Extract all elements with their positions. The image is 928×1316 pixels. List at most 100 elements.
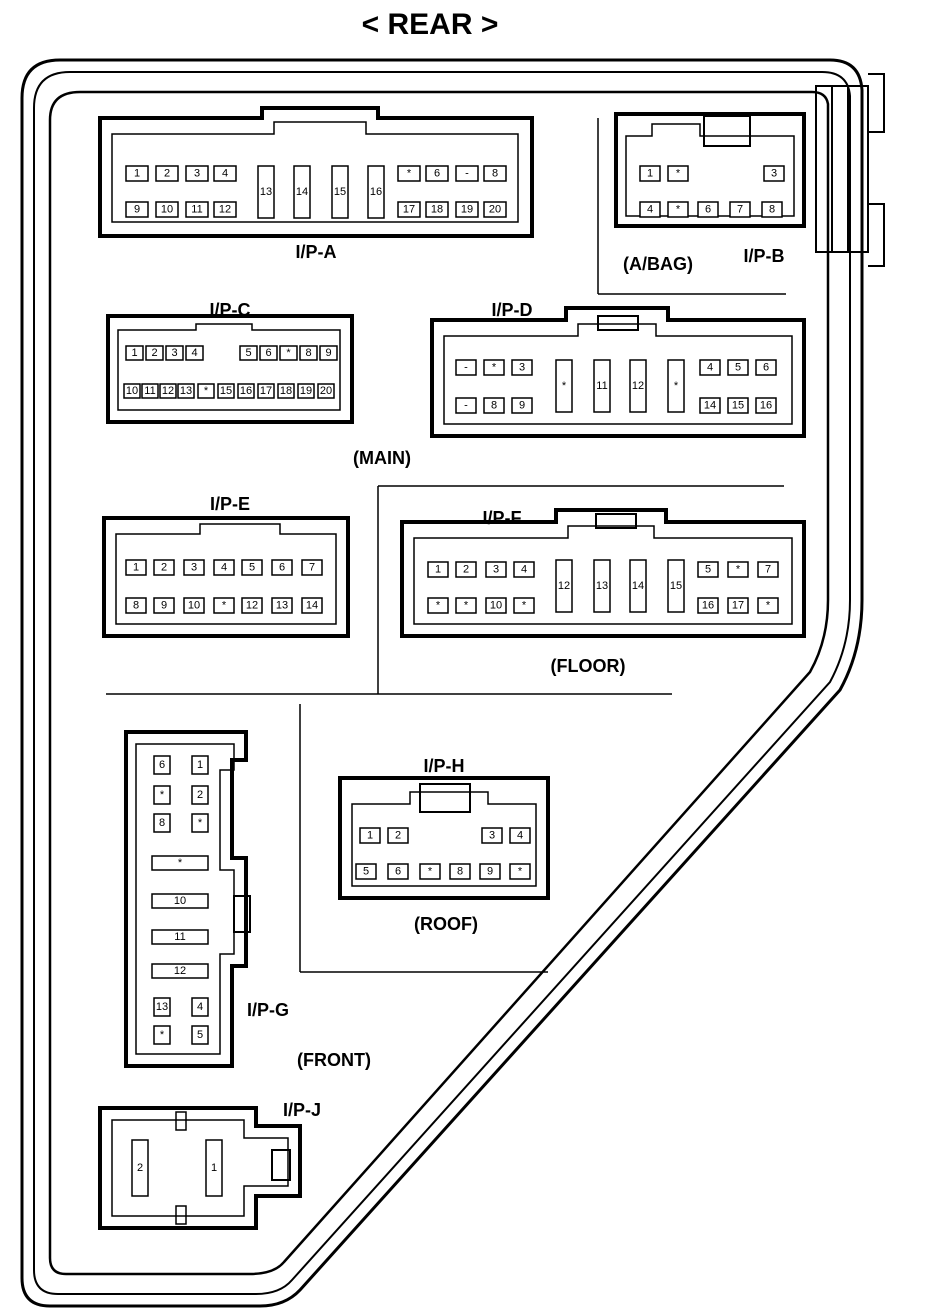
pin-number: 11 <box>596 380 607 392</box>
pin-number: 1 <box>211 1162 217 1174</box>
pin-number: 16 <box>370 186 382 198</box>
pin-number: 13 <box>276 600 288 612</box>
ipc-pin: 3 <box>165 345 184 361</box>
ipf-pin: 2 <box>455 561 477 578</box>
iph-pin: 3 <box>481 827 503 844</box>
ipd-body <box>430 306 806 438</box>
ipe-pin: 10 <box>183 597 205 614</box>
pin-number: 4 <box>191 347 197 359</box>
pin-number: 4 <box>707 362 713 374</box>
pin-number: * <box>436 600 441 612</box>
pin-number: 6 <box>705 204 711 216</box>
pin-number: 11 <box>191 204 202 216</box>
pin-number: * <box>286 347 291 359</box>
pin-number: 15 <box>334 186 346 198</box>
ipd-pin: 3 <box>511 359 533 376</box>
ipa-pin: 17 <box>397 201 421 218</box>
ipa-pin: 20 <box>483 201 507 218</box>
ipc-body <box>106 314 354 424</box>
ipe-pin: 5 <box>241 559 263 576</box>
ipc-pin: * <box>279 345 298 361</box>
ipf-pin: 16 <box>697 597 719 614</box>
ipa-pin: 8 <box>483 165 507 182</box>
pin-number: 13 <box>596 580 608 592</box>
ipc-pin: 20 <box>317 383 335 399</box>
iph-pin: 2 <box>387 827 409 844</box>
pin-number: 5 <box>245 347 251 359</box>
ipg-pin: 8 <box>153 813 171 833</box>
ipj-label: I/P-J <box>283 1100 321 1120</box>
pin-number: 12 <box>558 580 570 592</box>
ipc-pin: 5 <box>239 345 258 361</box>
pin-number: 4 <box>521 564 527 576</box>
pin-number: 18 <box>431 204 443 216</box>
ipc-pin: 9 <box>319 345 338 361</box>
ipc-pin: 4 <box>185 345 204 361</box>
pin-number: 17 <box>260 385 272 397</box>
ipb-pin: 3 <box>763 165 785 182</box>
roof-label: (ROOF) <box>414 914 478 934</box>
iph-pin: 5 <box>355 863 377 880</box>
pin-number: 8 <box>159 817 165 829</box>
ipf-label: I/P-F <box>483 508 522 528</box>
pin-number: * <box>198 817 203 829</box>
ipe-body <box>102 516 350 638</box>
ipe-label: I/P-E <box>210 494 250 514</box>
ipa-pin: 11 <box>185 201 209 218</box>
ipj-pin-tall: 2 <box>131 1139 149 1197</box>
ipg-pin: 4 <box>191 997 209 1017</box>
ipd-pin-tall: 11 <box>593 359 611 413</box>
pin-number: 8 <box>133 600 139 612</box>
pin-number: 11 <box>144 385 155 397</box>
pin-number: 12 <box>246 600 258 612</box>
pin-number: 18 <box>280 385 292 397</box>
pin-number: 10 <box>174 895 186 907</box>
ipf-pin: 17 <box>727 597 749 614</box>
ipg-pin: * <box>153 1025 171 1045</box>
ipd-pin: 5 <box>727 359 749 376</box>
pin-number: * <box>204 385 209 397</box>
ipe-pin: 6 <box>271 559 293 576</box>
pin-number: * <box>674 380 679 392</box>
ipe-pin: 3 <box>183 559 205 576</box>
ipg-pin: 1 <box>191 755 209 775</box>
ipc-pin: * <box>197 383 215 399</box>
pin-number: 1 <box>131 347 137 359</box>
iph-pin: * <box>419 863 441 880</box>
ipc-pin: 1 <box>125 345 144 361</box>
ipf-pin: 3 <box>485 561 507 578</box>
ipa-label: I/P-A <box>295 242 336 262</box>
pin-number: 6 <box>395 866 401 878</box>
ipg-pin: * <box>191 813 209 833</box>
ipa-pin: * <box>397 165 421 182</box>
ipf-body <box>400 508 806 638</box>
pin-number: 8 <box>305 347 311 359</box>
pin-number: 5 <box>249 562 255 574</box>
ipd-pin: 16 <box>755 397 777 414</box>
pin-number: 3 <box>489 830 495 842</box>
pin-number: 16 <box>702 600 714 612</box>
pin-number: 5 <box>363 866 369 878</box>
rear-title: < REAR > <box>362 8 499 41</box>
ipa-pin: 6 <box>425 165 449 182</box>
pin-number: 2 <box>463 564 469 576</box>
ipa-pin-tall: 14 <box>293 165 311 219</box>
ipd-pin-tall: 12 <box>629 359 647 413</box>
pin-number: 6 <box>265 347 271 359</box>
ipa-pin: 1 <box>125 165 149 182</box>
iph-label: I/P-H <box>423 756 464 776</box>
pin-number: 3 <box>171 347 177 359</box>
ipf-pin: * <box>757 597 779 614</box>
pin-number: - <box>464 362 468 374</box>
ipd-pin: 14 <box>699 397 721 414</box>
iph-pin: 6 <box>387 863 409 880</box>
pin-number: * <box>676 204 681 216</box>
ipc-pin: 17 <box>257 383 275 399</box>
ipa-pin: 4 <box>213 165 237 182</box>
pin-number: - <box>464 400 468 412</box>
pin-number: 15 <box>670 580 682 592</box>
ipb-pin: 6 <box>697 201 719 218</box>
pin-number: 2 <box>151 347 157 359</box>
ipd-pin: 8 <box>483 397 505 414</box>
